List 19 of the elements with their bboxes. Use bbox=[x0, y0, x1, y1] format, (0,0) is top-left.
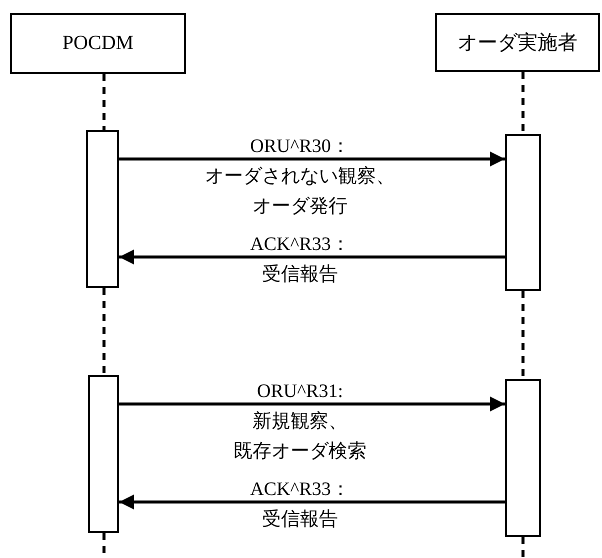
activation-bar bbox=[88, 375, 119, 533]
edge-label: ACK^R33：受信報告 bbox=[250, 233, 350, 287]
message-arrow bbox=[119, 152, 505, 166]
activation-bar bbox=[505, 379, 541, 537]
lifeline bbox=[102, 288, 106, 375]
lifeline bbox=[522, 537, 524, 558]
participant-box: POCDM bbox=[10, 13, 186, 74]
edge-label: ORU^R30：オーダされない観察、オーダ発行 bbox=[205, 135, 395, 219]
edge-label: ACK^R33：受信報告 bbox=[250, 478, 350, 532]
activation-bar bbox=[505, 134, 541, 291]
participant-box: オーダ実施者 bbox=[435, 13, 600, 72]
message-arrow bbox=[119, 494, 505, 510]
lifeline bbox=[522, 291, 524, 379]
message-arrow bbox=[119, 250, 505, 264]
message-arrow bbox=[119, 396, 505, 412]
lifeline bbox=[102, 74, 106, 130]
edge-label: ORU^R31:新規観察、既存オーダ検索 bbox=[234, 380, 366, 464]
lifeline bbox=[522, 72, 524, 134]
activation-bar bbox=[86, 130, 119, 288]
